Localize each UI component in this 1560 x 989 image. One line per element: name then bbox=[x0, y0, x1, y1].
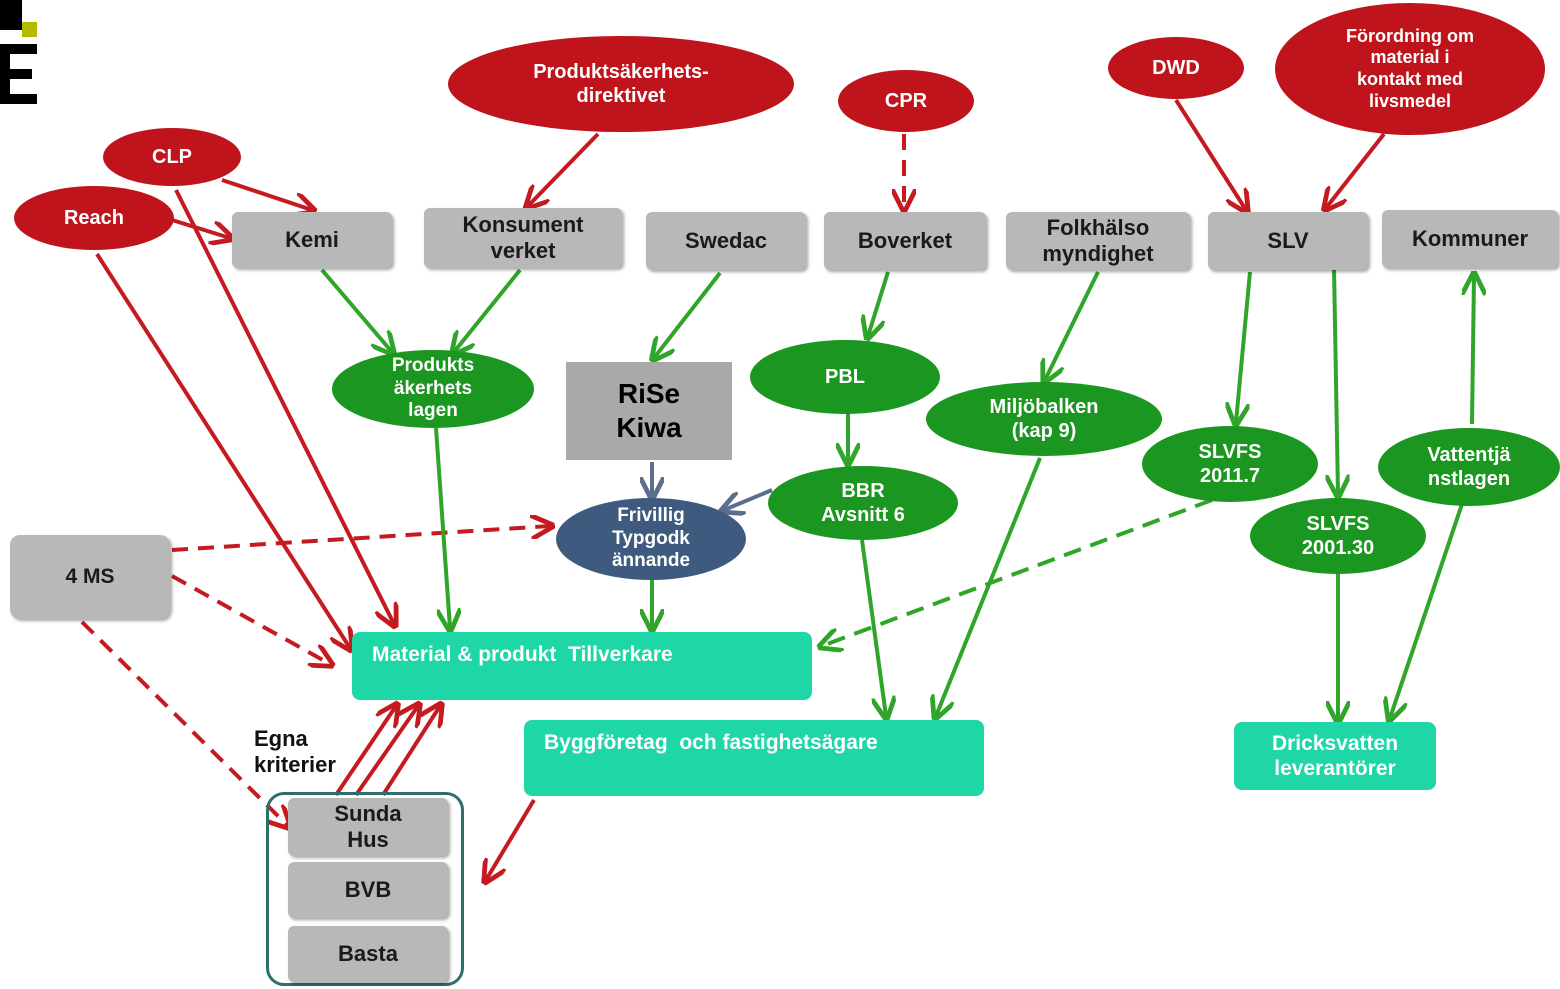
clp-node: CLP bbox=[103, 128, 241, 186]
egna-kriterier-text: Egna kriterier bbox=[254, 725, 336, 777]
boverket-box: Boverket bbox=[824, 212, 986, 270]
byggforetag-label: Byggföretag och fastighetsägare bbox=[544, 731, 878, 754]
swedac-label: Swedac bbox=[685, 227, 767, 253]
arrow-bbr-frivillig bbox=[724, 488, 773, 510]
arrow-criteria-tillverkare-2 bbox=[354, 706, 418, 797]
produktsakerhetslagen-node: Produkts äkerhets lagen bbox=[332, 350, 534, 428]
byggforetag-box: Byggföretag och fastighetsägare bbox=[524, 720, 984, 796]
arrow-kemi-psl bbox=[320, 268, 392, 352]
rise-kiwa-label: RiSe Kiwa bbox=[616, 378, 682, 443]
slvfs-2001-label: SLVFS 2001.30 bbox=[1301, 513, 1375, 559]
arrow-slv-slvfs2001 bbox=[1334, 267, 1338, 494]
four-ms-box: 4 MS bbox=[10, 535, 170, 619]
arrow-criteria-tillverkare-3 bbox=[381, 706, 440, 797]
reach-label: Reach bbox=[63, 207, 125, 229]
clp-label: CLP bbox=[152, 146, 192, 168]
vattentjanstlagen-label: Vattentjä nstlagen bbox=[1427, 444, 1511, 490]
miljobalken-label: Miljöbalken (kap 9) bbox=[989, 396, 1099, 442]
frivillig-typgodkannande-label: Frivillig Typgodk ännande bbox=[611, 504, 691, 572]
arrow-psl-tillverkare bbox=[434, 427, 450, 628]
tillverkare-label: Material & produkt Tillverkare bbox=[372, 643, 673, 666]
konsumentverket-box: Konsument verket bbox=[424, 208, 622, 268]
arrow-4ms-frivillig bbox=[171, 526, 550, 552]
arrow-slv-slvfs2011 bbox=[1236, 271, 1252, 422]
kemi-label: Kemi bbox=[285, 226, 339, 252]
arrow-4ms-tillverkare bbox=[171, 574, 330, 664]
cpr-node: CPR bbox=[838, 70, 974, 132]
bvb-box: BVB bbox=[288, 862, 448, 918]
produktsakerhetsdirektivet-node: Produktsäkerhets- direktivet bbox=[448, 36, 794, 132]
kommuner-box: Kommuner bbox=[1382, 210, 1558, 268]
produktsakerhetslagen-label: Produkts äkerhets lagen bbox=[391, 354, 475, 422]
pbl-label: PBL bbox=[825, 366, 865, 388]
dricksvatten-label: Dricksvatten leverantörer bbox=[1271, 731, 1399, 780]
basta-box: Basta bbox=[288, 926, 448, 982]
bvb-label: BVB bbox=[344, 876, 392, 902]
pbl-node: PBL bbox=[750, 340, 940, 414]
slv-box: SLV bbox=[1208, 212, 1368, 270]
forordning-node: Förordning om material i kontakt med liv… bbox=[1275, 3, 1545, 135]
swedac-box: Swedac bbox=[646, 212, 806, 270]
frivillig-typgodkannande-node: Frivillig Typgodk ännande bbox=[556, 498, 746, 580]
rise-kiwa-box: RiSe Kiwa bbox=[566, 362, 732, 460]
reach-node: Reach bbox=[14, 186, 174, 250]
forordning-label: Förordning om material i kontakt med liv… bbox=[1346, 25, 1474, 111]
tillverkare-box: Material & produkt Tillverkare bbox=[352, 632, 812, 700]
folkhalsomyndighet-label: Folkhälso myndighet bbox=[1042, 214, 1154, 266]
arrow-swedac-rise bbox=[654, 271, 722, 358]
arrow-forordning-slv bbox=[1326, 132, 1386, 208]
slv-label: SLV bbox=[1267, 227, 1309, 253]
arrow-boverket-pbl bbox=[868, 271, 890, 336]
boverket-label: Boverket bbox=[857, 227, 953, 253]
basta-label: Basta bbox=[338, 940, 398, 966]
miljobalken-node: Miljöbalken (kap 9) bbox=[926, 382, 1162, 456]
sunda-hus-label: Sunda Hus bbox=[334, 800, 402, 852]
arrow-byggforetag-criteria bbox=[486, 798, 536, 880]
bbr-node: BBR Avsnitt 6 bbox=[768, 466, 958, 540]
arrow-reach-kemi bbox=[171, 218, 230, 238]
arrow-folkhalsa-miljobalken bbox=[1045, 271, 1100, 380]
produktsakerhetsdirektivet-label: Produktsäkerhets- direktivet bbox=[533, 61, 709, 107]
arrow-vattentjanst-kommuner bbox=[1472, 276, 1474, 425]
slvfs-2011-node: SLVFS 2011.7 bbox=[1142, 426, 1318, 502]
arrow-psd-konsumentverket bbox=[528, 132, 600, 206]
arrow-dwd-slv bbox=[1174, 98, 1246, 210]
vattentjanstlagen-node: Vattentjä nstlagen bbox=[1378, 428, 1560, 506]
bbr-label: BBR Avsnitt 6 bbox=[821, 480, 905, 526]
arrow-konsumentverket-psl bbox=[454, 268, 522, 352]
arrow-clp-kemi bbox=[221, 178, 312, 210]
four-ms-label: 4 MS bbox=[65, 565, 115, 589]
egna-kriterier-label: Egna kriterier bbox=[254, 724, 364, 780]
slvfs-2001-node: SLVFS 2001.30 bbox=[1250, 498, 1426, 574]
cpr-label: CPR bbox=[884, 90, 928, 112]
dwd-label: DWD bbox=[1152, 57, 1200, 79]
slvfs-2011-label: SLVFS 2011.7 bbox=[1198, 441, 1262, 487]
dwd-node: DWD bbox=[1108, 37, 1244, 99]
sunda-hus-box: Sunda Hus bbox=[288, 798, 448, 856]
kommuner-label: Kommuner bbox=[1411, 225, 1529, 251]
konsumentverket-label: Konsument verket bbox=[462, 211, 584, 263]
arrow-bbr-byggforetag bbox=[860, 539, 886, 716]
folkhalsomyndighet-box: Folkhälso myndighet bbox=[1006, 212, 1190, 270]
dricksvatten-box: Dricksvatten leverantörer bbox=[1234, 722, 1436, 790]
kemi-box: Kemi bbox=[232, 212, 392, 268]
criteria-group bbox=[266, 792, 464, 986]
